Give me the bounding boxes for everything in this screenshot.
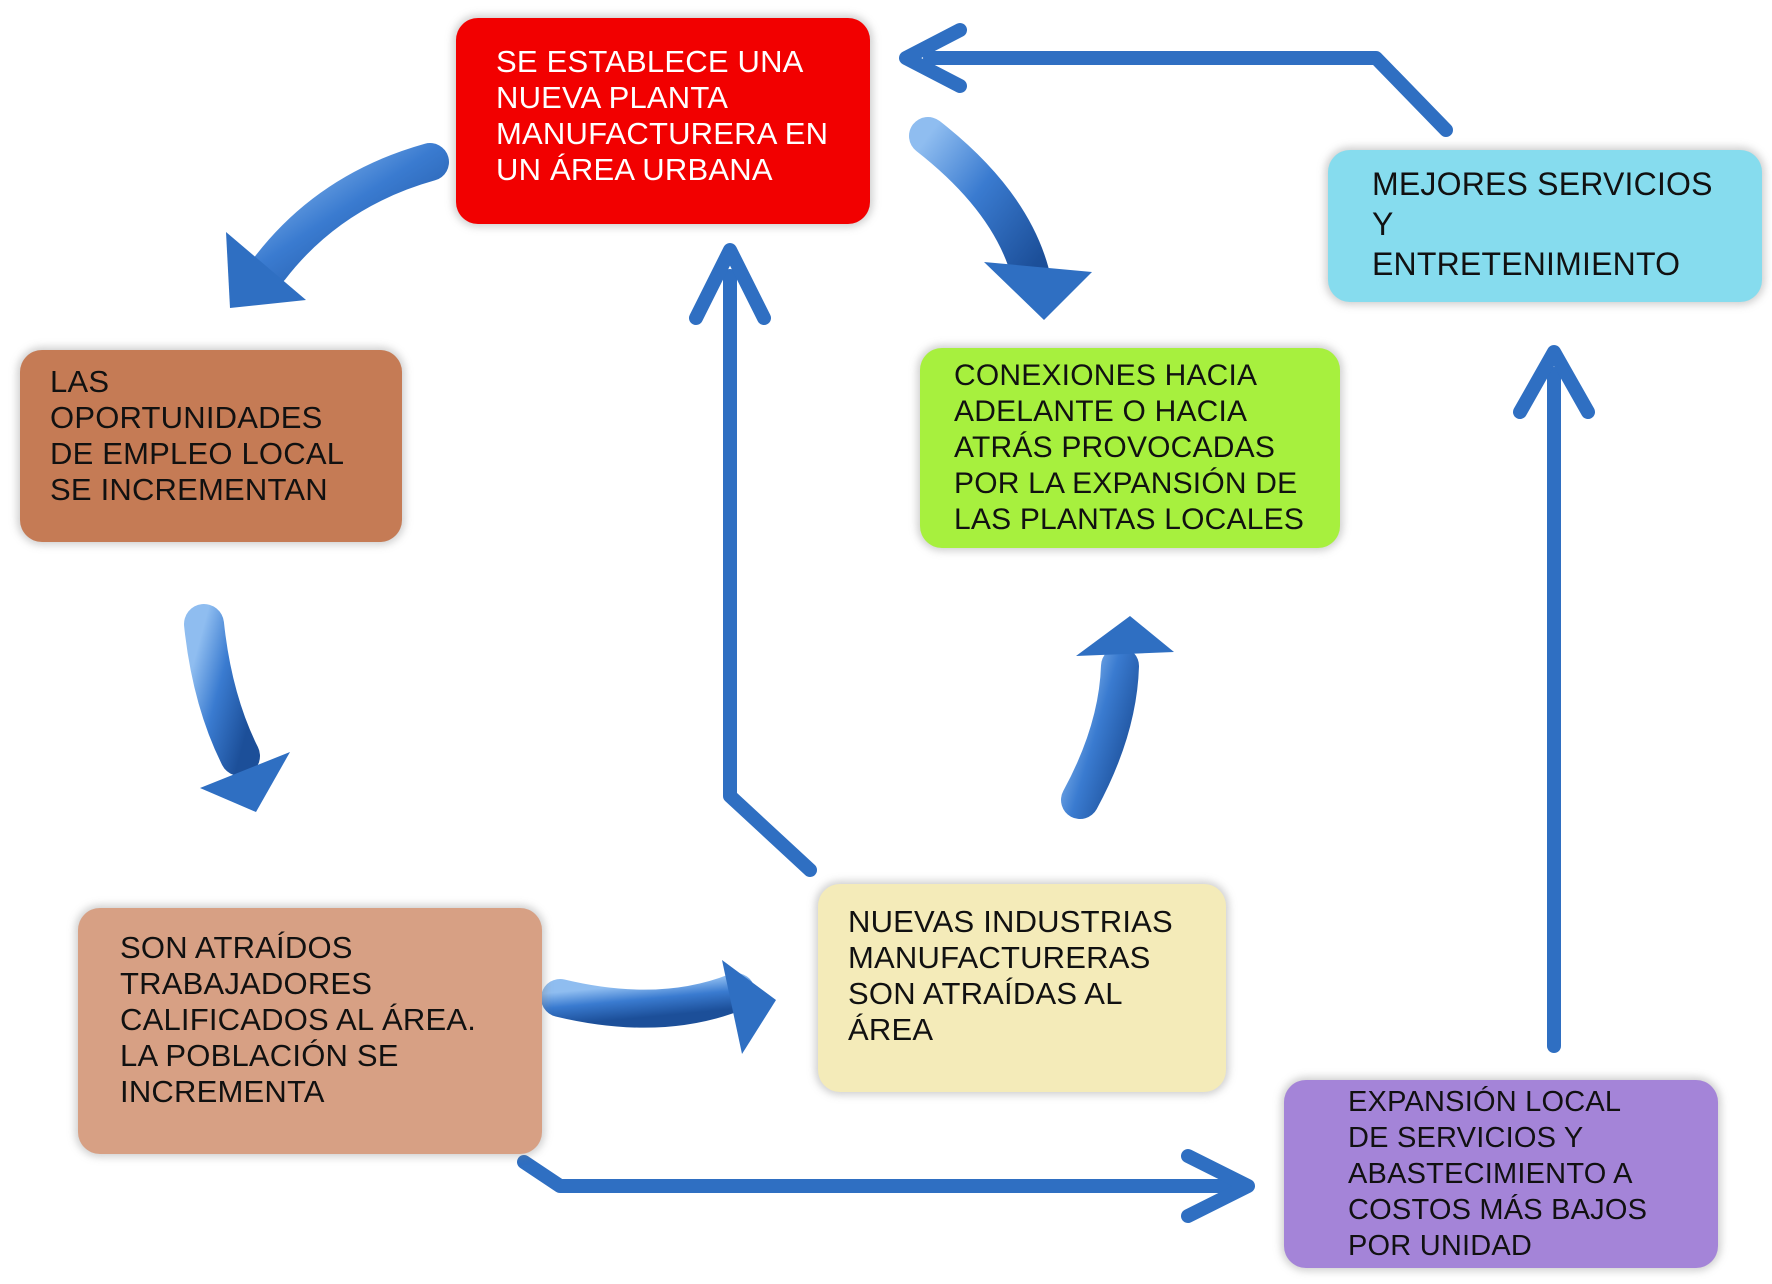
arrow-workers-to-new-industries (541, 960, 776, 1054)
arrow-plant-to-linkages (909, 117, 1092, 320)
node-employment: LAS OPORTUNIDADES DE EMPLEO LOCAL SE INC… (20, 350, 402, 542)
node-workers: SON ATRAÍDOS TRABAJADORES CALIFICADOS AL… (78, 908, 542, 1154)
arrow-new-industries-to-linkages (1061, 616, 1174, 819)
arrow-services-to-plant (899, 23, 1453, 137)
node-new-plant: SE ESTABLECE UNA NUEVA PLANTA MANUFACTUR… (456, 18, 870, 224)
node-services: MEJORES SERVICIOS Y ENTRETENIMIENTO (1328, 150, 1762, 302)
node-new-industries: NUEVAS INDUSTRIAS MANUFACTURERAS SON ATR… (818, 884, 1226, 1092)
arrow-workers-to-expansion (517, 1149, 1255, 1223)
node-linkages: CONEXIONES HACIA ADELANTE O HACIA ATRÁS … (920, 348, 1340, 548)
arrow-new-industries-to-plant (689, 243, 817, 877)
arrow-expansion-to-services (1513, 345, 1595, 1053)
arrow-employment-to-workers (184, 604, 290, 812)
node-expansion: EXPANSIÓN LOCAL DE SERVICIOS Y ABASTECIM… (1284, 1080, 1718, 1268)
arrow-plant-to-employment (226, 143, 449, 308)
